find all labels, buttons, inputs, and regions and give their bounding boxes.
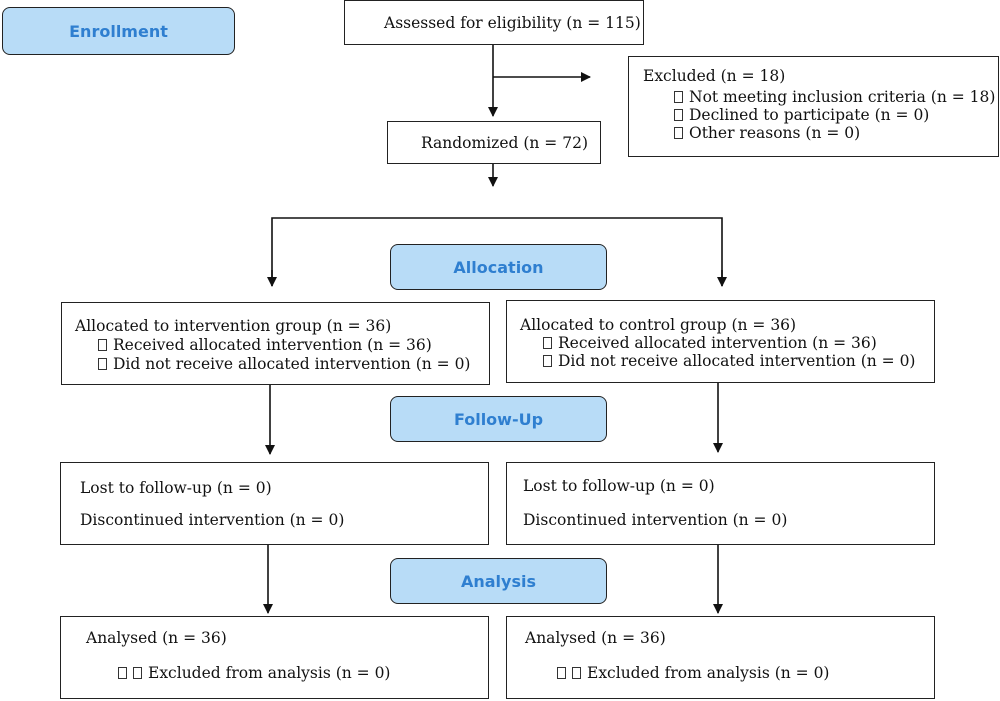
- checkbox-icon: [674, 91, 683, 103]
- checkbox-icon: [557, 667, 566, 679]
- stage-followup: Follow-Up: [390, 396, 607, 442]
- analysis-intervention-analysed: Analysed (n = 36): [86, 629, 227, 647]
- excluded-item: Declined to participate (n = 0): [674, 106, 929, 124]
- checkbox-icon: [98, 358, 107, 370]
- excluded-title: Excluded (n = 18): [643, 67, 786, 85]
- randomized-text: Randomized (n = 72): [421, 134, 588, 152]
- allocation-control-title: Allocated to control group (n = 36): [520, 316, 797, 334]
- allocation-intervention-title: Allocated to intervention group (n = 36): [75, 317, 392, 335]
- allocation-control-not-received: Did not receive allocated intervention (…: [543, 352, 915, 370]
- assessed-text: Assessed for eligibility (n = 115): [384, 14, 641, 32]
- analysis-intervention-box: Analysed (n = 36) Excluded from analysis…: [60, 616, 489, 699]
- followup-control-box: Lost to follow-up (n = 0) Discontinued i…: [506, 462, 935, 545]
- checkbox-icon: [98, 339, 107, 351]
- randomized-box: Randomized (n = 72): [387, 121, 601, 164]
- stage-enrollment: Enrollment: [2, 7, 235, 55]
- followup-intervention-discontinued: Discontinued intervention (n = 0): [80, 511, 345, 529]
- allocation-intervention-box: Allocated to intervention group (n = 36)…: [61, 302, 490, 385]
- allocation-control-box: Allocated to control group (n = 36) Rece…: [506, 300, 935, 383]
- excluded-item: Not meeting inclusion criteria (n = 18): [674, 88, 995, 106]
- followup-intervention-box: Lost to follow-up (n = 0) Discontinued i…: [60, 462, 489, 545]
- excluded-box: Excluded (n = 18) Not meeting inclusion …: [628, 56, 999, 157]
- allocation-intervention-not-received: Did not receive allocated intervention (…: [98, 355, 470, 373]
- allocation-intervention-received: Received allocated intervention (n = 36): [98, 336, 432, 354]
- checkbox-icon: [543, 355, 552, 367]
- allocation-control-received: Received allocated intervention (n = 36): [543, 334, 877, 352]
- analysis-control-box: Analysed (n = 36) Excluded from analysis…: [506, 616, 935, 699]
- assessed-box: Assessed for eligibility (n = 115): [344, 0, 644, 45]
- checkbox-icon: [543, 337, 552, 349]
- checkbox-icon: [572, 667, 581, 679]
- followup-control-discontinued: Discontinued intervention (n = 0): [523, 511, 788, 529]
- checkbox-icon: [133, 667, 142, 679]
- followup-control-lost: Lost to follow-up (n = 0): [523, 477, 715, 495]
- checkbox-icon: [118, 667, 127, 679]
- checkbox-icon: [674, 109, 683, 121]
- analysis-intervention-excluded: Excluded from analysis (n = 0): [118, 664, 390, 682]
- stage-allocation: Allocation: [390, 244, 607, 290]
- excluded-item: Other reasons (n = 0): [674, 124, 860, 142]
- split-line: [271, 217, 723, 286]
- followup-intervention-lost: Lost to follow-up (n = 0): [80, 479, 272, 497]
- analysis-control-analysed: Analysed (n = 36): [525, 629, 666, 647]
- stage-analysis: Analysis: [390, 558, 607, 604]
- analysis-control-excluded: Excluded from analysis (n = 0): [557, 664, 829, 682]
- checkbox-icon: [674, 127, 683, 139]
